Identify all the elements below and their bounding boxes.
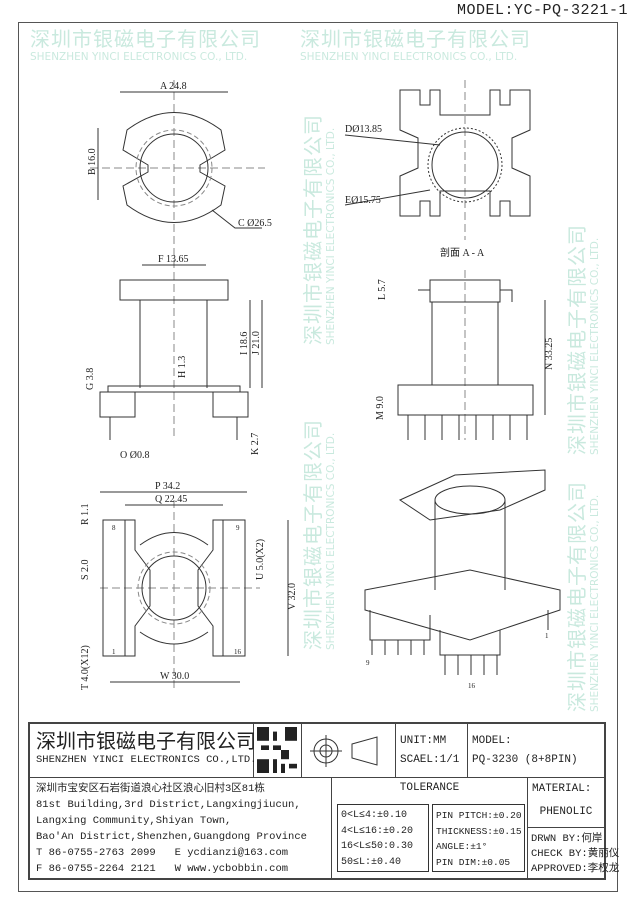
side-pins: [407, 415, 528, 440]
scale: SCAEL:1/1: [400, 754, 460, 766]
tolerance-row: PIN PITCH:±0.20: [436, 810, 522, 821]
model-label: MODEL:: [472, 735, 512, 747]
company-name-en: SHENZHEN YINCI ELECTRONICS CO.,LTD.: [36, 754, 257, 766]
drawn-by: DRWN BY:何岸: [531, 833, 603, 845]
company-cell: 深圳市银磁电子有限公司 SHENZHEN YINCI ELECTRONICS C…: [30, 724, 257, 778]
tolerance-row: PIN DIM:±0.05: [436, 856, 511, 868]
qr-code: [254, 724, 302, 778]
dim-p: P 34.2: [155, 481, 180, 492]
approval-cell: DRWN BY:何岸 CHECK BY:黄丽仪 APPROVED:李权龙: [528, 828, 620, 878]
pin-label: 9: [236, 524, 240, 532]
dim-g: G 3.8: [85, 368, 96, 390]
approved-by: APPROVED:李权龙: [531, 863, 620, 875]
dim-h: H 1.3: [177, 356, 188, 378]
dim-w: W 30.0: [160, 671, 189, 682]
dim-v: V 32.0: [287, 583, 298, 610]
model-title: MODEL:YC-PQ-3221-1: [456, 2, 628, 19]
title-block: 深圳市银磁电子有限公司 SHENZHEN YINCI ELECTRONICS C…: [28, 722, 620, 880]
email: E ycdianzi@163.com: [174, 847, 289, 859]
side-view: L 5.7 N 33.25 M 9.0: [375, 270, 555, 440]
dim-u: U 5.0(X2): [255, 539, 266, 580]
section-view: DØ13.85 EØ15.75 剖面 A - A: [344, 80, 531, 259]
dim-s: S 2.0: [80, 559, 91, 580]
unit: UNIT:MM: [400, 735, 447, 747]
dim-i: I 18.6: [239, 332, 250, 355]
website: W www.ycbobbin.com: [174, 863, 289, 875]
tolerance-misc: PIN PITCH:±0.20 THICKNESS:±0.15 ANGLE:±1…: [432, 804, 525, 872]
bottom-view: P 34.2 Q 22.45 R 1.1 S 2.0 T 4.0(X12) U …: [80, 481, 298, 690]
front-view: F 13.65 I 18.6 J 21.0 H 1.3 G 3.8 K 2.7 …: [85, 254, 263, 461]
tolerance-row: 0<L≤4:±0.10: [341, 810, 408, 821]
model-value: PQ-3230 (8+8PIN): [472, 754, 578, 766]
qr-code-icon: [257, 727, 297, 773]
projection-symbol: [302, 724, 396, 778]
drawing-border: [18, 22, 618, 892]
pin-label: 1: [545, 632, 549, 640]
dim-o: O Ø0.8: [120, 450, 149, 461]
tolerance-title: TOLERANCE: [399, 782, 460, 794]
tolerance-cell: TOLERANCE 0<L≤4:±0.10 4<L≤16:±0.20 16<L≤…: [332, 778, 528, 878]
dim-n: N 33.25: [544, 338, 555, 370]
dim-m: M 9.0: [375, 396, 386, 420]
dim-b: B 16.0: [87, 148, 98, 175]
section-caption: 剖面 A - A: [440, 246, 485, 259]
dim-d: DØ13.85: [345, 124, 382, 135]
material-value: PHENOLIC: [539, 806, 593, 818]
isometric-view: 9 1 16: [364, 469, 561, 690]
dim-a: A 24.8: [160, 81, 187, 92]
dim-c: C Ø26.5: [238, 218, 272, 229]
address-line: 深圳市宝安区石岩街道浪心社区浪心旧村3区81栋: [36, 783, 265, 795]
drawing-area: A 24.8 B 16.0 C Ø26.5 DØ13.85 EØ15.75 剖面…: [80, 80, 561, 690]
tolerance-row: THICKNESS:±0.15: [436, 825, 522, 837]
pin-label: 1: [112, 648, 116, 656]
telephone: T 86-0755-2763 2099: [36, 847, 156, 859]
address-line: 81st Building,3rd District,Langxingjiucu…: [36, 799, 301, 811]
dim-j: J 21.0: [251, 331, 262, 355]
iso-pins: [371, 610, 549, 675]
dim-r: R 1.1: [80, 503, 91, 525]
material-cell: MATERIAL: PHENOLIC: [528, 778, 604, 828]
pin-label: 8: [112, 524, 116, 532]
tolerance-row: 16<L≤50:0.30: [341, 841, 414, 852]
dim-q: Q 22.45: [155, 494, 187, 505]
material-label: MATERIAL:: [532, 783, 592, 795]
address-line: Langxing Community,Shiyan Town,: [36, 815, 232, 827]
fax: F 86-0755-2264 2121: [36, 863, 156, 875]
third-angle-projection-icon: [310, 735, 378, 767]
dim-k: K 2.7: [250, 433, 261, 455]
checked-by: CHECK BY:黄丽仪: [531, 848, 620, 860]
pin-label: 16: [234, 648, 242, 656]
dim-t: T 4.0(X12): [80, 645, 91, 690]
pin-label: 9: [366, 659, 370, 667]
company-name-cn: 深圳市银磁电子有限公司: [36, 729, 256, 753]
dim-f: F 13.65: [158, 254, 189, 265]
model-cell: MODEL: PQ-3230 (8+8PIN): [468, 724, 604, 778]
dim-l: L 5.7: [377, 279, 388, 300]
dim-e: EØ15.75: [345, 195, 381, 206]
address-line: Bao'An District,Shenzhen,Guangdong Provi…: [36, 831, 307, 843]
tolerance-length: 0<L≤4:±0.10 4<L≤16:±0.20 16<L≤50:0.30 50…: [337, 804, 429, 872]
tolerance-row: 50≤L:±0.40: [341, 856, 402, 868]
unit-scale-cell: UNIT:MM SCAEL:1/1: [396, 724, 468, 778]
tolerance-row: 4<L≤16:±0.20: [341, 825, 414, 837]
tolerance-row: ANGLE:±1°: [436, 841, 488, 852]
address-cell: 深圳市宝安区石岩街道浪心社区浪心旧村3区81栋 81st Building,3r…: [30, 778, 332, 878]
pin-label: 16: [468, 682, 476, 690]
